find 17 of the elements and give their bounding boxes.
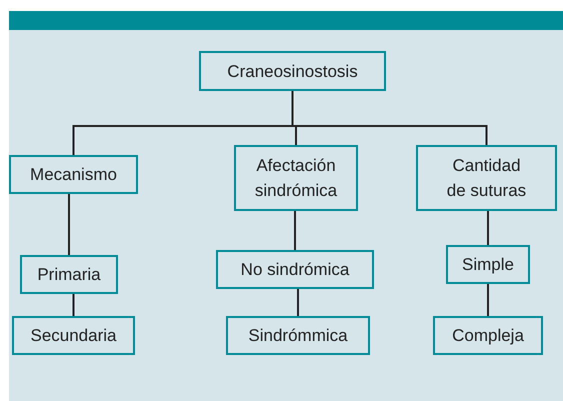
category-box: Sindrómmica xyxy=(226,316,370,355)
connector-line xyxy=(72,294,74,316)
category-box: No sindrómica xyxy=(216,250,374,289)
connector-line xyxy=(294,211,296,250)
category-box: Afectación sindrómica xyxy=(234,145,358,211)
connector-line xyxy=(297,289,299,316)
category-box: Simple xyxy=(446,245,530,284)
connector-line xyxy=(292,91,488,145)
category-box: Primaria xyxy=(20,255,118,294)
category-box: Cantidad de suturas xyxy=(416,145,557,211)
connector-line xyxy=(68,194,70,255)
category-box: Secundaria xyxy=(12,316,135,355)
category-box: Craneosinostosis xyxy=(199,51,386,91)
category-box: Compleja xyxy=(433,316,543,355)
connector-line xyxy=(487,284,489,316)
category-box: Mecanismo xyxy=(9,155,138,194)
connector-line xyxy=(487,211,489,245)
